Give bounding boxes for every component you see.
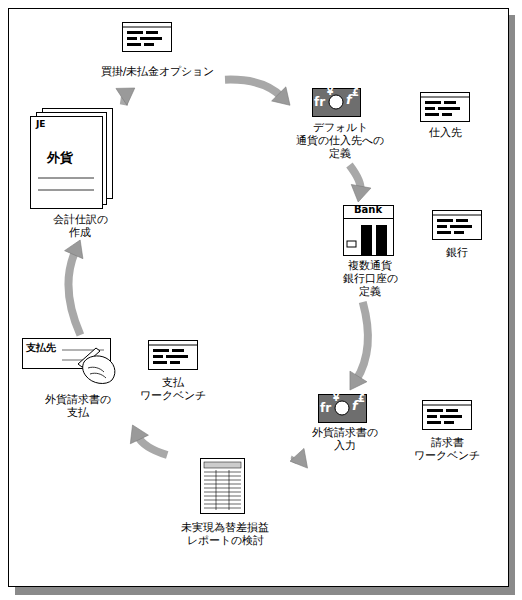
window-label: 請求書 ワークベンチ: [407, 436, 487, 462]
arrow-head: [351, 184, 371, 202]
flow-arrow: [65, 240, 83, 335]
icon-glyph: £: [352, 88, 359, 98]
step-node: 買掛/未払金オプション: [90, 18, 225, 88]
arrow-shaft: [124, 95, 125, 105]
flow-arrow: [350, 302, 368, 390]
window-label: 支払 ワークベンチ: [133, 376, 213, 402]
step-label: 外貨請求書の 入力: [305, 426, 385, 452]
step-node: 支払先外貨請求書の 支払: [18, 335, 143, 425]
document-icon: [31, 109, 113, 209]
step-label: 未実現為替差損益 レポートの検討: [160, 521, 290, 547]
step-node: fr¥ f£ 外貨請求書の 入力: [295, 390, 395, 458]
arrow-head: [272, 87, 290, 105]
flow-arrow: [116, 88, 135, 105]
arrow-head: [116, 88, 135, 105]
icon-glyph: 支払先: [26, 343, 56, 353]
arrow-head: [350, 371, 367, 390]
step-label: デフォルト 通貨の仕入先への 定義: [292, 121, 388, 160]
arrow-shaft: [356, 302, 368, 380]
icon-glyph: JE: [36, 120, 46, 129]
arrow-head: [65, 240, 83, 259]
flow-arrow: [290, 448, 308, 468]
window-icon: [423, 401, 472, 430]
icon-glyph: 外貨: [47, 151, 73, 164]
report-icon: [201, 459, 245, 514]
step-label: 外貨請求書の 支払: [38, 393, 118, 419]
window-icon: [433, 211, 482, 240]
icon-glyph: f: [346, 93, 352, 106]
arrow-shaft: [295, 458, 302, 460]
icon-glyph: £: [358, 394, 365, 404]
step-label: 会計仕訳の 作成: [45, 213, 115, 239]
step-node: Bank 複数通貨 銀行口座の 定義: [325, 202, 415, 302]
arrow-head: [290, 448, 308, 468]
frame: [9, 9, 509, 587]
icon-glyph: ¥: [327, 88, 333, 97]
window-icon: [123, 23, 172, 52]
check-icon: [23, 339, 115, 384]
icon-glyph: f: [352, 399, 358, 412]
icon-glyph: fr: [320, 402, 331, 414]
flow-arrow: [225, 80, 290, 106]
window-icon: [421, 93, 470, 122]
step-node: 未実現為替差損益 レポートの検討: [160, 455, 290, 555]
bank-icon: [344, 206, 394, 256]
window-label: 仕入先: [415, 126, 475, 139]
icon-glyph: fr: [314, 96, 325, 108]
step-node: fr¥ f£ デフォルト 通貨の仕入先への 定義: [290, 85, 390, 165]
step-label: 複数通貨 銀行口座の 定義: [335, 259, 405, 298]
step-node: JE 外貨会計仕訳の 作成: [25, 105, 135, 240]
flow-arrow: [130, 425, 167, 455]
currency-icon: [313, 89, 361, 117]
step-label: 買掛/未払金オプション: [90, 65, 225, 78]
arrow-shaft: [138, 436, 168, 455]
currency-icon: [319, 395, 367, 423]
arrow-shaft: [349, 165, 360, 190]
window-label: 銀行: [432, 246, 482, 259]
flow-arrow: [349, 165, 370, 202]
arrow-shaft: [68, 251, 80, 335]
arrow-shaft: [225, 80, 282, 97]
arrow-head: [130, 425, 148, 444]
icon-glyph: Bank: [343, 205, 393, 215]
icon-glyph: ¥: [333, 394, 339, 403]
window-icon: [149, 341, 198, 370]
